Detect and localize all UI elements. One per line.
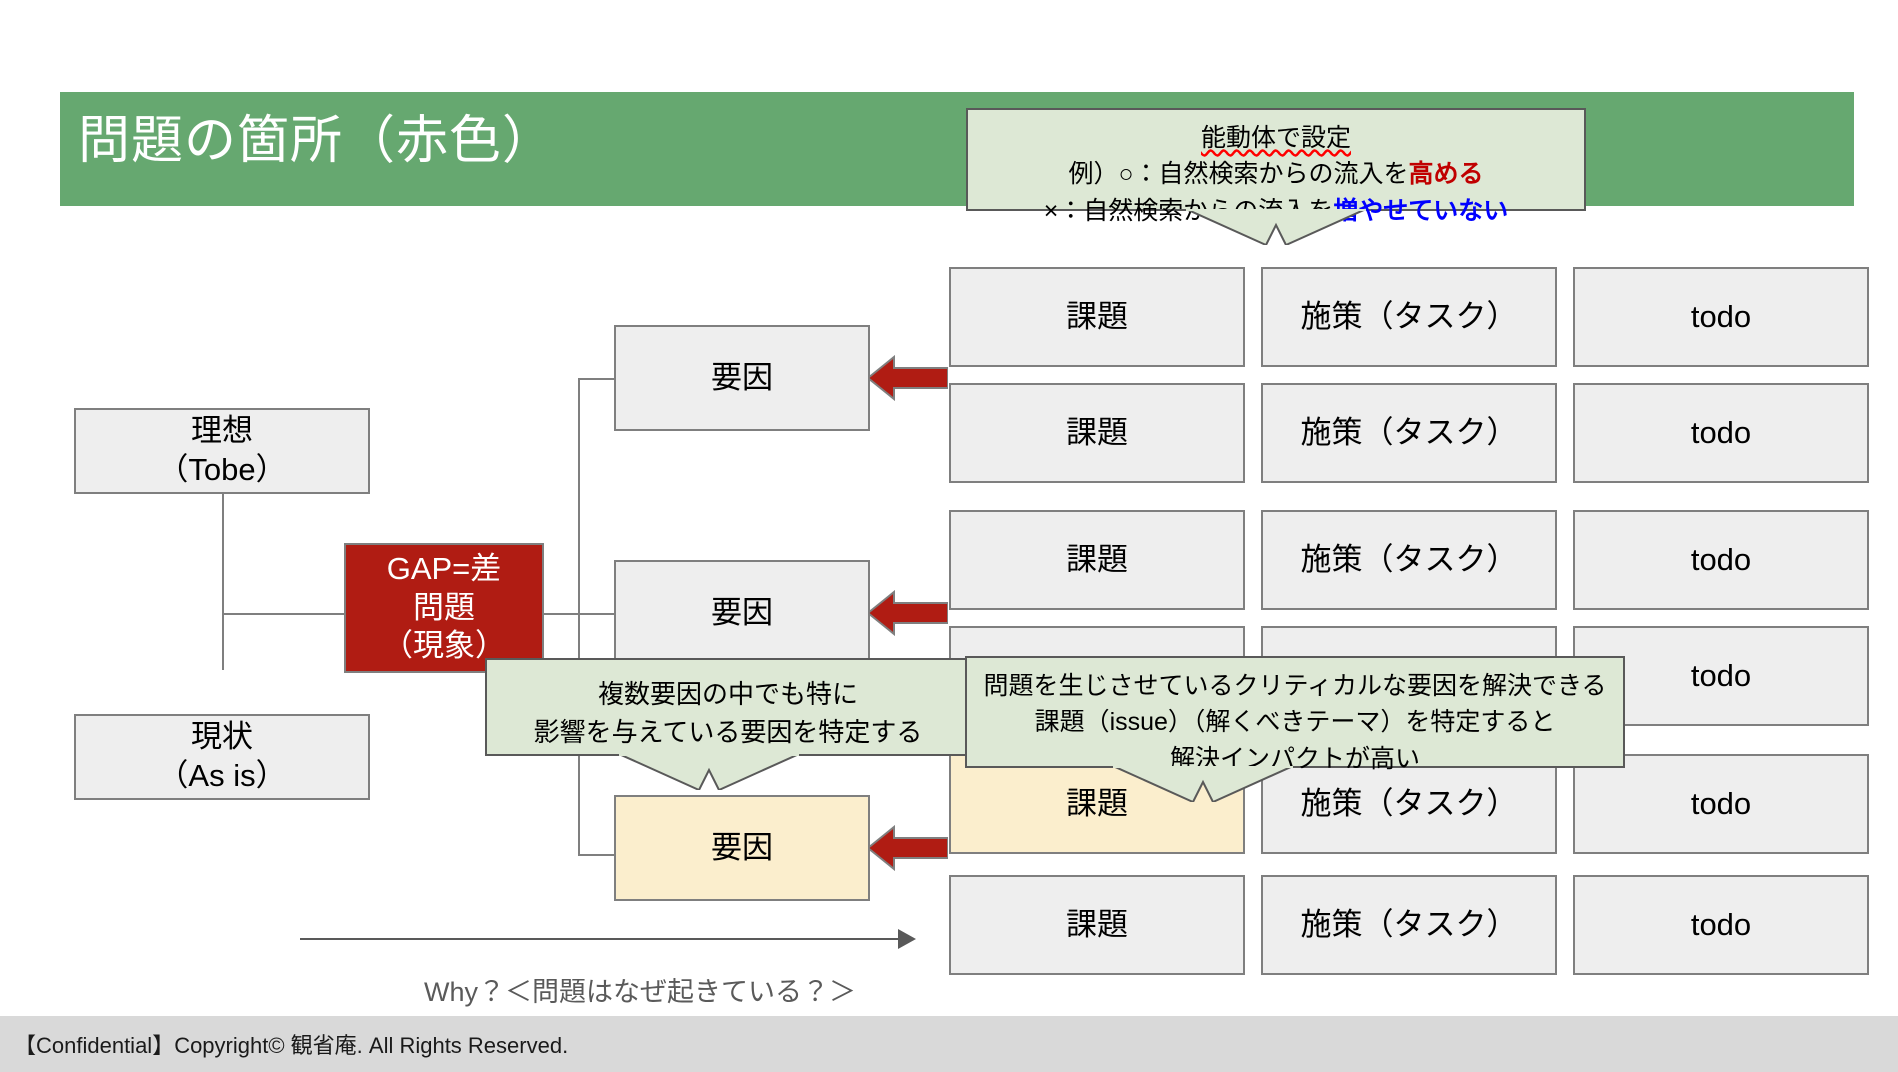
node-gap-line2: 問題 — [413, 589, 475, 625]
grid-cell-label: todo — [1690, 906, 1752, 942]
grid-cell-measure-6[interactable]: 施策（タスク） — [1261, 875, 1557, 975]
grid-cell-label: 施策（タスク） — [1300, 298, 1518, 334]
node-gap[interactable]: GAP=差 問題 （現象） — [344, 543, 544, 673]
grid-cell-todo-1[interactable]: todo — [1573, 267, 1869, 367]
connector-branch-factor-1 — [578, 378, 618, 380]
callout-tail-icon — [618, 754, 799, 790]
grid-cell-issue-2[interactable]: 課題 — [949, 383, 1245, 483]
grid-cell-label: 課題 — [1066, 785, 1128, 821]
callout-active-voice-line2-prefix: 例）○：自然検索からの流入を — [1068, 160, 1409, 189]
grid-cell-label: 課題 — [1066, 298, 1128, 334]
connector-branch-factor-2 — [578, 613, 618, 615]
why-axis-label: Why？＜問題はなぜ起きている？＞ — [424, 977, 856, 1007]
grid-cell-measure-1[interactable]: 施策（タスク） — [1261, 267, 1557, 367]
grid-cell-measure-3[interactable]: 施策（タスク） — [1261, 510, 1557, 610]
grid-cell-label: todo — [1690, 414, 1752, 450]
red-arrow-1 — [868, 355, 948, 401]
callout-factor-line2: 影響を与えている要因を特定する — [533, 716, 923, 747]
node-tobe-line1: 理想 — [190, 413, 253, 449]
connector-gap-to-factors — [540, 613, 580, 615]
node-factor-1[interactable]: 要因 — [614, 325, 870, 431]
connector-factor-trunk — [578, 378, 580, 856]
callout-active-voice: 能動体で設定 例）○：自然検索からの流入を高める ×：自然検索からの流入を増やせ… — [966, 108, 1586, 245]
callout-factor-identification: 複数要因の中でも特に 影響を与えている要因を特定する — [485, 658, 971, 790]
page-title: 問題の箇所（赤色） — [78, 112, 556, 170]
callout-active-voice-line2: 例）○：自然検索からの流入を高める — [968, 156, 1584, 192]
grid-cell-issue-6[interactable]: 課題 — [949, 875, 1245, 975]
node-asis-line2: （As is） — [157, 758, 287, 793]
node-asis[interactable]: 現状 （As is） — [74, 714, 370, 800]
grid-cell-label: 施策（タスク） — [1300, 414, 1518, 450]
node-factor-1-label: 要因 — [711, 359, 773, 395]
grid-cell-label: 課題 — [1066, 414, 1128, 450]
callout-issue-identification: 問題を生じさせているクリティカルな要因を解決できる 課題（issue）（解くべき… — [965, 656, 1625, 802]
connector-trunk-to-gap — [222, 613, 346, 615]
grid-cell-issue-1[interactable]: 課題 — [949, 267, 1245, 367]
grid-cell-todo-2[interactable]: todo — [1573, 383, 1869, 483]
callout-active-voice-line1: 能動体で設定 — [1200, 124, 1351, 152]
node-asis-line1: 現状 — [191, 719, 253, 755]
node-factor-3[interactable]: 要因 — [614, 795, 870, 901]
footer-copyright: 【Confidential】Copyright© 観省庵. All Rights… — [14, 1033, 569, 1058]
node-factor-3-label: 要因 — [711, 829, 773, 865]
node-tobe[interactable]: 理想 （Tobe） — [74, 408, 370, 494]
callout-issue-line1: 問題を生じさせているクリティカルな要因を解決できる — [983, 672, 1607, 700]
callout-tail-icon — [1186, 209, 1366, 245]
callout-active-voice-line2-emphasis: 高める — [1408, 160, 1484, 189]
why-axis-arrowhead-icon — [898, 929, 916, 949]
callout-tail-icon — [1113, 766, 1294, 802]
grid-cell-label: 施策（タスク） — [1300, 541, 1518, 577]
node-factor-2-label: 要因 — [711, 594, 773, 630]
node-tobe-line2: （Tobe） — [157, 452, 287, 487]
why-axis-line — [300, 938, 900, 940]
node-gap-line3: （現象） — [382, 628, 506, 664]
grid-cell-issue-3[interactable]: 課題 — [949, 510, 1245, 610]
callout-issue-line3: 解決インパクトが高い — [1169, 744, 1420, 773]
footer-bar — [0, 1016, 1898, 1072]
grid-cell-label: 施策（タスク） — [1300, 785, 1518, 821]
grid-cell-todo-6[interactable]: todo — [1573, 875, 1869, 975]
node-gap-line1: GAP=差 — [386, 550, 502, 586]
node-factor-2[interactable]: 要因 — [614, 560, 870, 666]
grid-cell-label: 課題 — [1066, 906, 1128, 942]
grid-cell-todo-5[interactable]: todo — [1573, 754, 1869, 854]
grid-cell-label: todo — [1690, 541, 1752, 577]
grid-cell-label: 施策（タスク） — [1300, 906, 1518, 942]
grid-cell-label: 課題 — [1066, 541, 1128, 577]
red-arrow-3 — [868, 825, 948, 871]
grid-cell-label: todo — [1690, 298, 1752, 334]
callout-factor-line1: 複数要因の中でも特に — [597, 679, 858, 709]
grid-cell-label: todo — [1690, 785, 1752, 821]
connector-tobe-asis — [222, 414, 224, 670]
grid-cell-todo-3[interactable]: todo — [1573, 510, 1869, 610]
grid-cell-label: todo — [1690, 657, 1752, 693]
callout-issue-line2: 課題（issue）（解くべきテーマ）を特定すると — [1034, 708, 1556, 737]
red-arrow-2 — [868, 590, 948, 636]
connector-branch-factor-3 — [578, 854, 618, 856]
grid-cell-measure-2[interactable]: 施策（タスク） — [1261, 383, 1557, 483]
